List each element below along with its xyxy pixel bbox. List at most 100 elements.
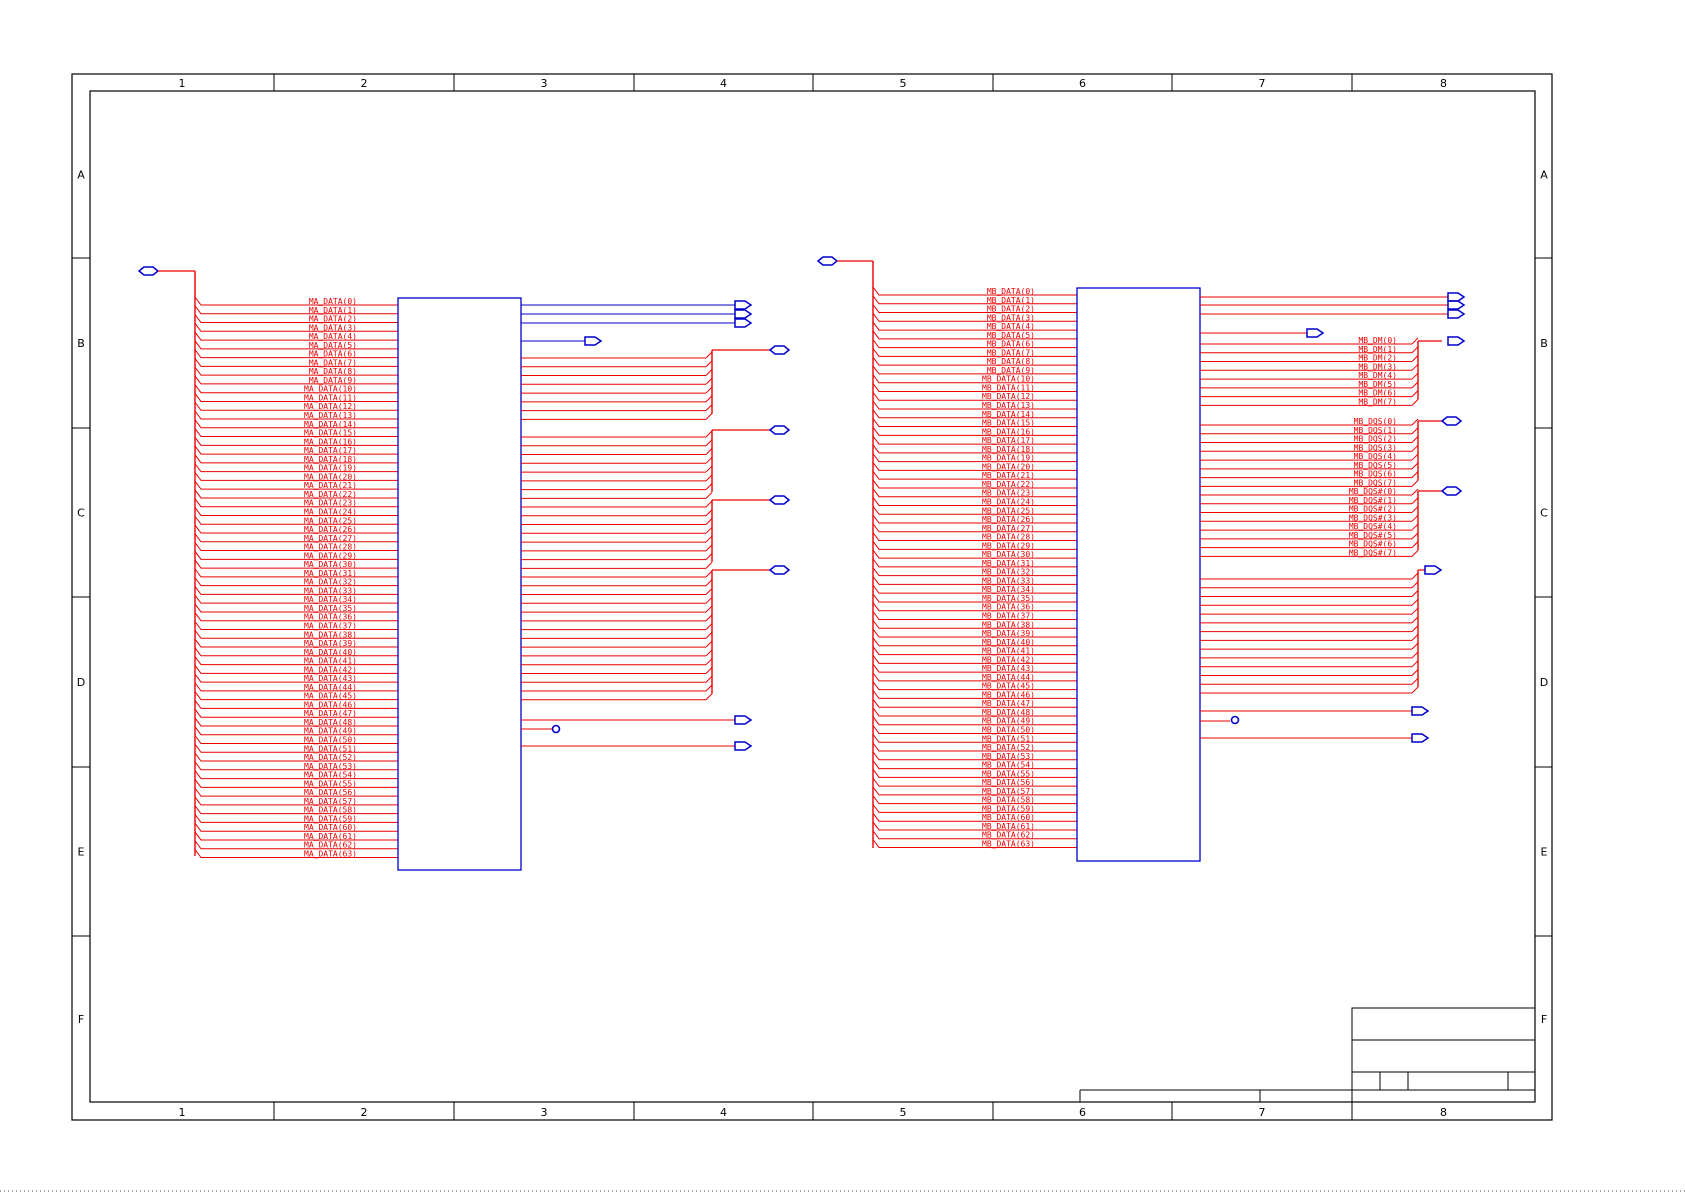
net-label: MB_DATA(38) — [982, 620, 1035, 629]
net-label: MB_DQS(4) — [1354, 452, 1397, 461]
bus-join-wire — [1411, 634, 1419, 641]
row-label-left: E — [78, 846, 85, 859]
bus-entry-wire — [194, 296, 398, 306]
bus-join-wire — [1411, 514, 1419, 522]
net-label: MA_DATA(46) — [304, 700, 357, 709]
bus-entry-wire — [194, 410, 398, 420]
net-label: MB_DATA(8) — [987, 357, 1035, 366]
bus-join-wire — [705, 640, 713, 648]
net-label: MB_DATA(59) — [982, 804, 1035, 813]
net-label: MB_DATA(41) — [982, 647, 1035, 656]
net-label: MB_DQS#(5) — [1349, 531, 1397, 540]
bus-join-wire — [1411, 418, 1419, 426]
bus-join-wire — [1411, 427, 1419, 435]
bus-entry-wire — [194, 393, 398, 402]
net-label: MB_DATA(6) — [987, 340, 1035, 349]
bus-entry-wire — [872, 418, 1077, 428]
net-label: MB_DQS(5) — [1354, 461, 1397, 470]
bus-entry-wire — [872, 523, 1077, 533]
off-page-connector-icon — [734, 300, 753, 310]
bus-entry-wire — [194, 761, 398, 771]
off-page-connector-icon — [1411, 706, 1430, 716]
net-label: MA_DATA(12) — [304, 402, 357, 411]
net-label: MB_DATA(11) — [982, 383, 1035, 392]
column-label-bottom: 5 — [900, 1106, 907, 1119]
bus-join-wire — [705, 448, 713, 455]
net-label: MA_DATA(63) — [304, 850, 357, 859]
bus-entry-wire — [872, 681, 1077, 691]
column-label-bottom: 6 — [1079, 1106, 1086, 1119]
net-label: MB_DATA(21) — [982, 471, 1035, 480]
column-label-top: 2 — [361, 77, 368, 90]
bus-entry-wire — [872, 567, 1077, 577]
bus-join-wire — [705, 377, 713, 385]
bus-join-wire — [705, 553, 713, 560]
net-label: MA_DATA(11) — [304, 393, 357, 402]
row-label-right: C — [1540, 507, 1548, 520]
bus-entry-wire — [194, 305, 398, 315]
net-label: MB_DM(6) — [1358, 389, 1397, 398]
column-label-bottom: 3 — [541, 1106, 548, 1119]
bus-entry-wire — [194, 743, 398, 753]
bus-join-wire — [1411, 372, 1419, 380]
bus-entry-wire — [194, 665, 398, 674]
net-label: MB_DATA(34) — [982, 585, 1035, 594]
bus-entry-wire — [194, 568, 398, 578]
net-label: MB_DATA(46) — [982, 690, 1035, 699]
bus-join-wire — [705, 509, 713, 517]
net-label: MB_DATA(52) — [982, 743, 1035, 752]
bus-join-wire — [705, 474, 713, 482]
bus-entry-wire — [872, 558, 1077, 568]
bus-entry-wire — [872, 295, 1077, 305]
off-page-connector-icon — [1447, 292, 1466, 302]
bus-join-wire — [705, 667, 713, 674]
column-label-top: 3 — [541, 77, 548, 90]
bus-join-wire — [1411, 550, 1419, 557]
bus-entry-wire — [872, 470, 1077, 480]
off-page-connector-icon — [734, 318, 753, 328]
bus-entry-wire — [872, 821, 1077, 831]
net-label: MB_DATA(57) — [982, 787, 1035, 796]
bus-join-wire — [705, 526, 713, 534]
off-page-connector-icon — [1306, 328, 1325, 338]
bus-join-wire — [1411, 399, 1419, 406]
bus-entry-wire — [194, 401, 398, 411]
bus-entry-wire — [872, 602, 1077, 612]
bus-join-wire — [705, 492, 713, 499]
bus-entry-wire — [872, 514, 1077, 524]
bus-entry-wire — [194, 375, 398, 385]
net-label: MA_DATA(38) — [304, 630, 357, 639]
bus-entry-wire — [194, 726, 398, 736]
net-label: MB_DATA(16) — [982, 427, 1035, 436]
net-label: MB_DATA(47) — [982, 699, 1035, 708]
net-label: MB_DATA(17) — [982, 436, 1035, 445]
column-label-top: 8 — [1440, 77, 1447, 90]
bus-join-wire — [705, 369, 713, 376]
bus-entry-wire — [872, 374, 1077, 384]
net-label: MA_DATA(18) — [304, 455, 357, 464]
bus-join-wire — [1411, 669, 1419, 676]
net-label: MB_DATA(25) — [982, 506, 1035, 515]
net-label: MB_DATA(27) — [982, 524, 1035, 533]
net-label: MB_DATA(61) — [982, 822, 1035, 831]
bus-entry-wire — [194, 428, 398, 438]
bus-entry-wire — [194, 612, 398, 622]
net-label: MB_DM(4) — [1358, 371, 1397, 380]
net-label: MA_DATA(50) — [304, 736, 357, 745]
bus-entry-wire — [872, 769, 1077, 778]
net-label: MB_DATA(63) — [982, 840, 1035, 849]
net-label: MB_DATA(30) — [982, 550, 1035, 559]
net-label: MB_DATA(0) — [987, 287, 1035, 296]
bus-entry-wire — [872, 391, 1077, 401]
bus-entry-wire — [194, 358, 398, 367]
net-label: MA_DATA(4) — [309, 332, 357, 341]
bus-entry-wire — [872, 716, 1077, 726]
net-label: MA_DATA(49) — [304, 727, 357, 736]
bus-join-wire — [1411, 453, 1419, 461]
net-label: MB_DATA(24) — [982, 497, 1035, 506]
net-label: MA_DATA(45) — [304, 692, 357, 701]
column-label-bottom: 4 — [720, 1106, 727, 1119]
bus-join-wire — [1411, 607, 1419, 615]
junction-dot-icon — [551, 724, 561, 734]
